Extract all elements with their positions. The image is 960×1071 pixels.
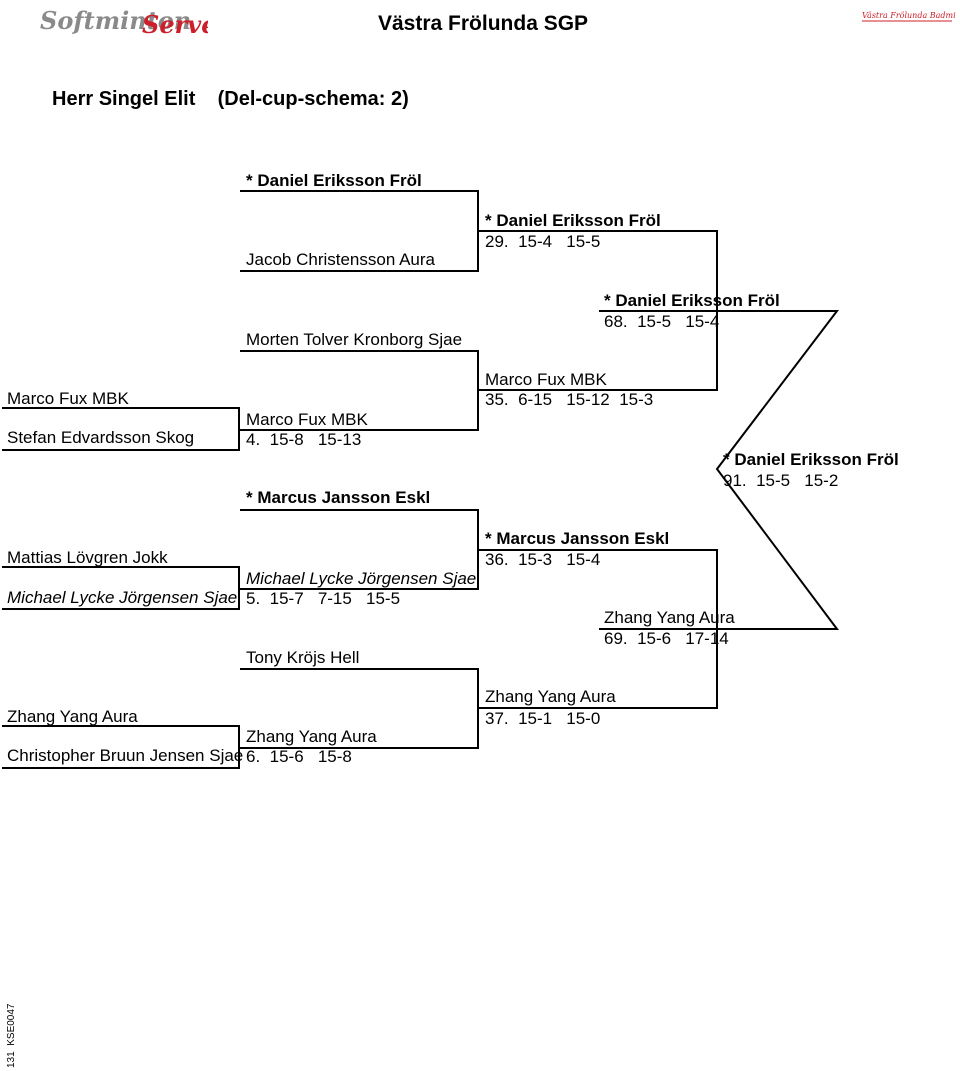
r3-winner-36: * Marcus Jansson Eskl [485, 529, 670, 548]
club-logo: Västra Frölunda Badminton [860, 6, 960, 26]
r2-player-5: * Marcus Jansson Eskl [246, 488, 431, 507]
r2-player-2: Jacob Christensson Aura [246, 250, 435, 269]
r2-match-4: 4. 15-8 15-13 [246, 430, 362, 449]
r2-winner-5: Michael Lycke Jörgensen Sjae [246, 569, 477, 588]
club-logo-graphic: Västra Frölunda Badminton [862, 11, 960, 22]
footer-code: 131 KSE0047 [6, 1003, 17, 1069]
r1-player-1: Marco Fux MBK [7, 389, 129, 408]
r3-winner-37: Zhang Yang Aura [485, 687, 616, 706]
r2-player-6: Tony Kröjs Hell [246, 648, 360, 667]
r3-winner-35: Marco Fux MBK [485, 370, 607, 389]
r3-winner-29: * Daniel Eriksson Fröl [485, 211, 661, 230]
r4-match-69: 69. 15-6 17-14 [604, 629, 729, 648]
r2-match-6: 6. 15-6 15-8 [246, 747, 352, 766]
r1-player-5: Zhang Yang Aura [7, 707, 138, 726]
r1-player-3: Mattias Lövgren Jokk [7, 548, 168, 567]
r2-player-3: Morten Tolver Kronborg Sjae [246, 330, 463, 349]
r3-match-35: 35. 6-15 15-12 15-3 [485, 390, 654, 409]
r3-match-37: 37. 15-1 15-0 [485, 709, 601, 728]
r2-winner-4: Marco Fux MBK [246, 410, 368, 429]
svg-text:Västra Frölunda Badminton: Västra Frölunda Badminton [862, 11, 956, 20]
r2-player-1: * Daniel Eriksson Fröl [246, 171, 422, 190]
r1-player-4: Michael Lycke Jörgensen Sjae [7, 588, 238, 607]
r1-player-2: Stefan Edvardsson Skog [7, 428, 195, 447]
svg-text:Serve: Serve [142, 10, 208, 38]
r2-winner-6: Zhang Yang Aura [246, 727, 377, 746]
softminton-logo: Softminton Serve [38, 2, 216, 39]
r2-match-5: 5. 15-7 7-15 15-5 [246, 589, 401, 608]
r4-winner-69: Zhang Yang Aura [604, 608, 735, 627]
r3-match-29: 29. 15-4 15-5 [485, 232, 601, 251]
svg-text:Softminton: Softminton [40, 6, 191, 35]
final-match: 91. 15-5 15-2 [723, 471, 839, 490]
final-winner: * Daniel Eriksson Fröl [723, 450, 899, 469]
r3-match-36: 36. 15-3 15-4 [485, 550, 601, 569]
r4-match-68: 68. 15-5 15-4 [604, 312, 720, 331]
header-title: Västra Frölunda SGP [378, 12, 589, 35]
page-title: Herr Singel Elit (Del-cup-schema: 2) [52, 88, 409, 110]
r1-player-6: Christopher Bruun Jensen Sjae [7, 746, 244, 765]
r4-winner-68: * Daniel Eriksson Fröl [604, 291, 780, 310]
softminton-logo-graphic: Softminton Serve [40, 6, 216, 39]
